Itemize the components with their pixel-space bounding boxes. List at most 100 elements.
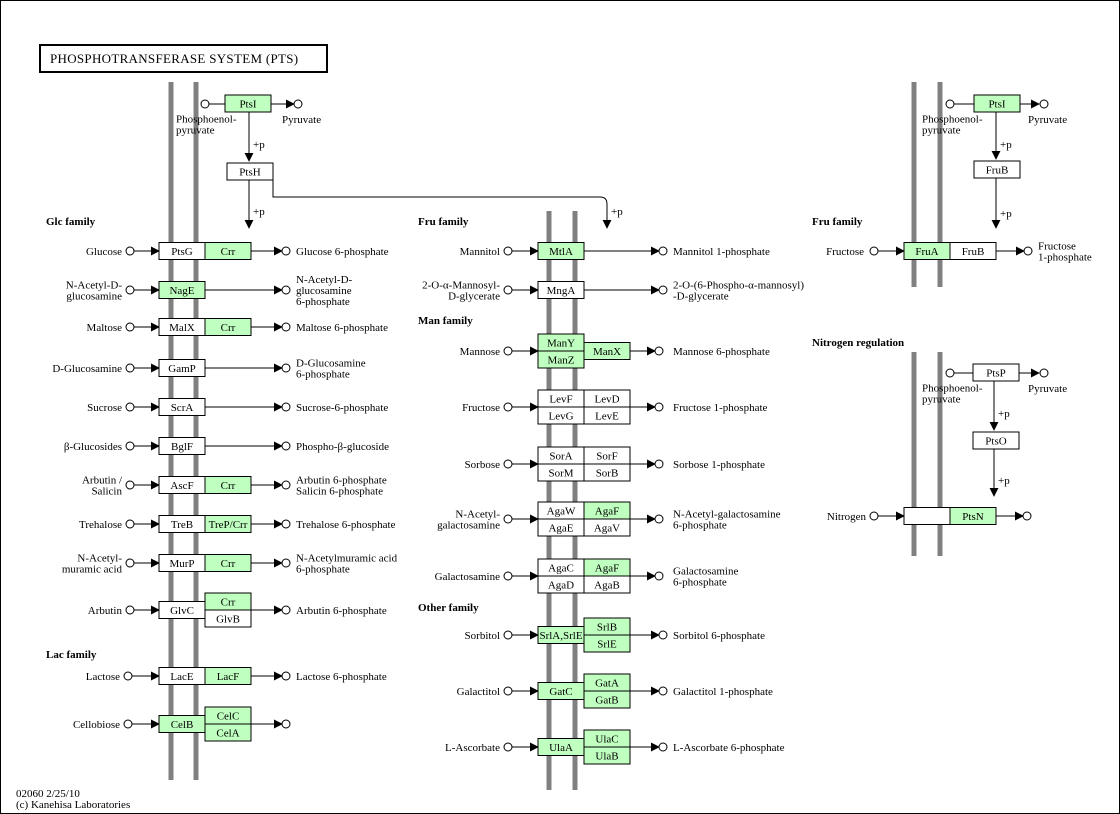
- gene-sorb[interactable]: [583, 463, 631, 482]
- substrate-node[interactable]: [125, 441, 135, 451]
- product-node[interactable]: [654, 402, 664, 412]
- ptsh-to-fru-man: [272, 180, 612, 229]
- pep-node[interactable]: [200, 99, 210, 109]
- product-node[interactable]: [281, 402, 291, 412]
- gene-label-srle: SrlE: [597, 639, 617, 651]
- substrate-node[interactable]: [503, 686, 513, 696]
- gene-label-ulaa: UlaA: [549, 742, 573, 754]
- product-node[interactable]: [654, 514, 664, 524]
- substrate-node[interactable]: [125, 519, 135, 529]
- product-node[interactable]: [281, 671, 291, 681]
- product-lactose-6-phosphate: Lactose 6-phosphate: [296, 671, 387, 683]
- gene-agav[interactable]: [583, 518, 631, 537]
- family-lac: Lac family: [46, 649, 97, 661]
- product-d-glucosamine-6-phosphate: 6-phosphate: [296, 369, 350, 381]
- product-n-acetyl-galactosamine-6-phosphate: 6-phosphate: [673, 520, 727, 532]
- substrate-node[interactable]: [869, 246, 879, 256]
- gene-label-gamp: GamP: [168, 363, 196, 375]
- substrate-node[interactable]: [125, 246, 135, 256]
- pep-node-nitrogen[interactable]: [945, 368, 955, 378]
- footer-copyright: (c) Kanehisa Laboratories: [16, 799, 130, 811]
- substrate-node[interactable]: [125, 363, 135, 373]
- substrate-arbutin-salicin: Salicin: [91, 486, 122, 498]
- gene-label-mnga: MngA: [547, 285, 576, 297]
- pep-label: pyruvate: [176, 125, 215, 137]
- product-node[interactable]: [281, 322, 291, 332]
- pep-node-right[interactable]: [945, 99, 955, 109]
- product-node[interactable]: [658, 285, 668, 295]
- membrane-fru-right-right: [937, 82, 943, 287]
- product-node[interactable]: [281, 719, 291, 729]
- pyruvate-label: Pyruvate: [1028, 383, 1067, 395]
- product-node[interactable]: [281, 363, 291, 373]
- substrate-node[interactable]: [503, 630, 513, 640]
- gene-label-sora: SorA: [549, 451, 572, 463]
- gene-ptso[interactable]: [972, 431, 1020, 450]
- membrane-nitrogen-left: [911, 352, 917, 556]
- substrate-node[interactable]: [503, 285, 513, 295]
- product-node[interactable]: [654, 346, 664, 356]
- substrate-node[interactable]: [503, 346, 513, 356]
- ptsn-output-node[interactable]: [1022, 511, 1032, 521]
- substrate-node[interactable]: [503, 246, 513, 256]
- gene-label-lacf: LacF: [217, 671, 240, 683]
- substrate-node[interactable]: [125, 605, 135, 615]
- gene-label-agae: AgaE: [548, 523, 573, 535]
- pyruvate-node[interactable]: [293, 99, 303, 109]
- gene-label-ptso: PtsO: [985, 436, 1006, 448]
- product-node[interactable]: [281, 605, 291, 615]
- substrate-node[interactable]: [123, 671, 133, 681]
- product-node[interactable]: [658, 686, 668, 696]
- product-node[interactable]: [281, 519, 291, 529]
- gene-label-ptsn: PtsN: [962, 511, 983, 523]
- substrate-node[interactable]: [123, 719, 133, 729]
- substrate-node[interactable]: [503, 514, 513, 524]
- gene-srle[interactable]: [583, 634, 631, 653]
- gene-label-sorf: SorF: [596, 451, 617, 463]
- substrate-node[interactable]: [503, 571, 513, 581]
- gene-agab[interactable]: [583, 575, 631, 594]
- substrate-n-acetyl-galactosamine: galactosamine: [437, 520, 500, 532]
- product-node[interactable]: [658, 742, 668, 752]
- product-node[interactable]: [281, 441, 291, 451]
- gene-frub[interactable]: [973, 160, 1021, 179]
- gene-label-sorb: SorB: [596, 468, 619, 480]
- gene-label-ptsi: PtsI: [239, 99, 256, 111]
- substrate-d-glucosamine: D-Glucosamine: [52, 363, 122, 375]
- substrate-node[interactable]: [503, 459, 513, 469]
- substrate-node[interactable]: [125, 558, 135, 568]
- plus-p: +p: [253, 139, 265, 151]
- product-node[interactable]: [281, 480, 291, 490]
- product-node[interactable]: [1023, 246, 1033, 256]
- family-nitrogen: Nitrogen regulation: [812, 337, 904, 349]
- nitrogen-node[interactable]: [869, 511, 879, 521]
- product-node[interactable]: [281, 558, 291, 568]
- substrate-node[interactable]: [125, 480, 135, 490]
- product-node[interactable]: [281, 246, 291, 256]
- substrate-node[interactable]: [125, 322, 135, 332]
- product-node[interactable]: [281, 285, 291, 295]
- pyruvate-node[interactable]: [1039, 99, 1049, 109]
- membrane-fru-man-right: [572, 211, 578, 790]
- substrate-mannose: Mannose: [460, 346, 500, 358]
- product-node[interactable]: [654, 459, 664, 469]
- substrate-node[interactable]: [125, 285, 135, 295]
- gene-ptsh[interactable]: [226, 162, 274, 181]
- product-node[interactable]: [658, 246, 668, 256]
- pep-label: pyruvate: [922, 394, 961, 406]
- product-node[interactable]: [658, 630, 668, 640]
- gene-blank[interactable]: [903, 507, 951, 525]
- gene-leve[interactable]: [583, 406, 631, 425]
- substrate-2-o-mannosyl-d-glycerate: 2-O-α-Mannosyl-: [422, 280, 500, 292]
- product-node[interactable]: [654, 571, 664, 581]
- substrate-node[interactable]: [125, 402, 135, 412]
- pyruvate-node[interactable]: [1039, 368, 1049, 378]
- gene-gatb[interactable]: [583, 690, 631, 709]
- substrate-node[interactable]: [503, 742, 513, 752]
- product-sucrose-6-phosphate: Sucrose-6-phosphate: [296, 402, 388, 414]
- gene-label-levg: LevG: [548, 411, 573, 423]
- gene-cela[interactable]: [204, 723, 252, 742]
- gene-ulab[interactable]: [583, 746, 631, 765]
- gene-glvb[interactable]: [204, 609, 252, 628]
- substrate-node[interactable]: [503, 402, 513, 412]
